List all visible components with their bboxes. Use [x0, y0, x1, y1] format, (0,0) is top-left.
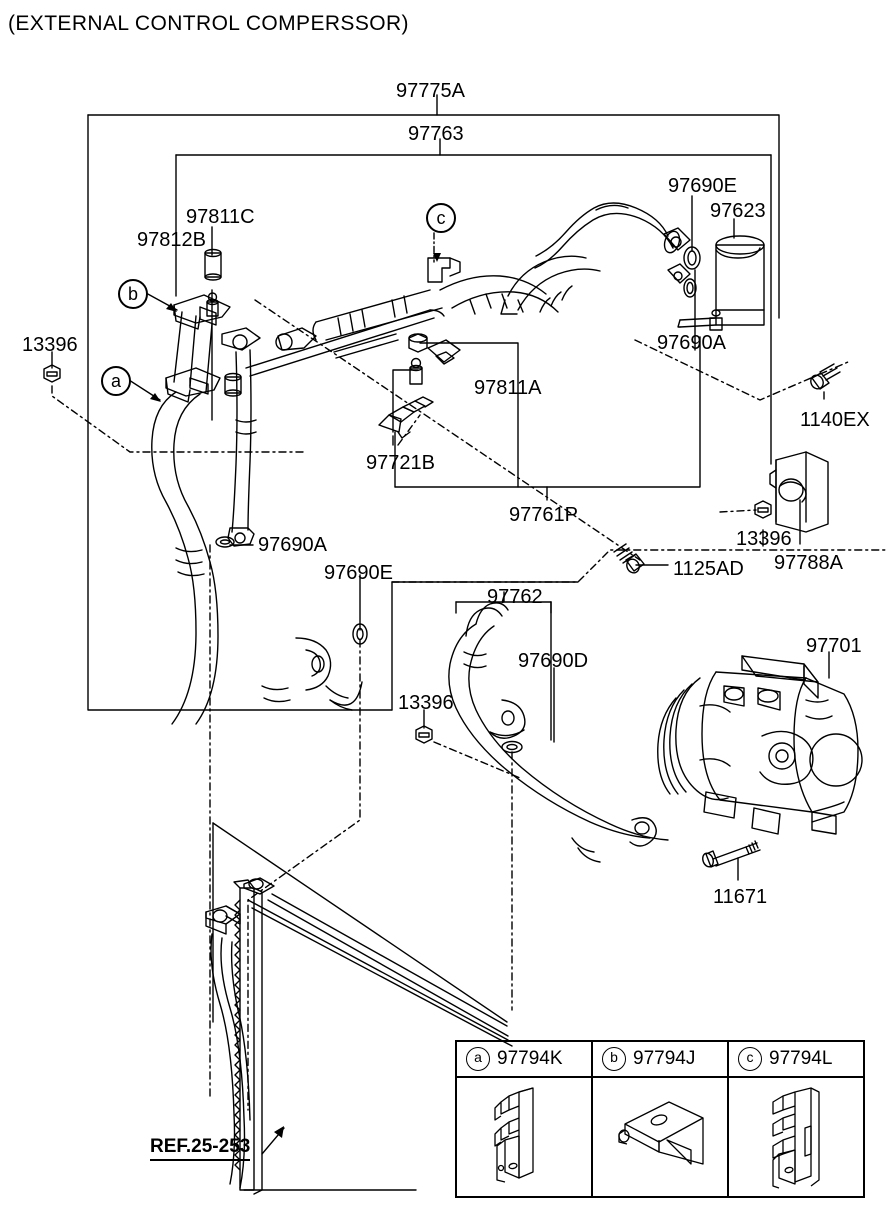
dash-13396-bottom	[433, 741, 521, 779]
label-97721b: 97721B	[366, 452, 435, 474]
legend-cell-b: b 97794J	[593, 1042, 729, 1196]
clamp-nut-upper	[408, 333, 428, 353]
label-11671: 11671	[713, 886, 768, 908]
dash-13396-left	[51, 385, 307, 453]
label-97690a-left: 97690A	[258, 534, 327, 556]
nut-13396-bottom	[415, 725, 433, 744]
bracket-a-icon	[494, 1087, 534, 1183]
label-13396-left: 13396	[22, 334, 78, 356]
legend-cell-c: c 97794L	[729, 1042, 863, 1196]
label-97812b: 97812B	[137, 229, 206, 251]
label-97761p: 97761P	[509, 504, 578, 526]
bracket-c-icon	[772, 1087, 820, 1189]
label-97623: 97623	[710, 200, 766, 222]
label-97762: 97762	[487, 586, 543, 608]
clamp-97812b	[204, 248, 222, 281]
label-97811c: 97811C	[186, 206, 255, 228]
bolt-1140ex	[810, 363, 841, 390]
callout-a[interactable]: a	[101, 366, 131, 396]
callout-c[interactable]: c	[426, 203, 456, 233]
legend-body-a	[457, 1078, 591, 1196]
callout-b[interactable]: b	[118, 279, 148, 309]
legend-body-b	[593, 1078, 727, 1196]
legend-head-c: c 97794L	[729, 1042, 863, 1078]
label-1140ex: 1140EX	[800, 409, 870, 431]
compressor-97701	[657, 655, 863, 835]
legend-head-a: a 97794K	[457, 1042, 591, 1078]
clamp-97812b-2	[224, 372, 242, 397]
dash-97690a-right	[634, 339, 849, 401]
label-13396-bottom: 13396	[398, 692, 454, 714]
bolt-11671	[702, 840, 761, 868]
legend-cell-a: a 97794K	[457, 1042, 593, 1196]
box-97811a	[419, 342, 519, 488]
bracket-97788a	[769, 451, 829, 533]
dash-cut-1	[391, 549, 886, 583]
bracket-b-icon	[618, 1101, 704, 1165]
label-97690e-top: 97690E	[668, 175, 737, 197]
label-1125ad: 1125AD	[673, 558, 744, 580]
dash-vertical-2	[247, 639, 361, 1111]
legend-head-b: b 97794J	[593, 1042, 727, 1078]
condenser-assembly	[205, 822, 513, 1195]
label-97775a: 97775A	[396, 80, 465, 102]
legend-mark-b: b	[602, 1047, 626, 1071]
label-97690e-mid: 97690E	[324, 562, 393, 584]
group-box-97763	[175, 154, 772, 465]
reference-label: REF.25-253	[150, 1136, 251, 1161]
legend-mark-c: c	[738, 1047, 762, 1071]
dash-97721b	[397, 414, 421, 446]
pipe-assembly-97775a	[245, 202, 691, 377]
label-97811a: 97811A	[474, 377, 542, 399]
suction-hose-97762	[448, 602, 669, 863]
legend-body-c	[729, 1078, 863, 1196]
label-97690d: 97690D	[518, 650, 589, 672]
page-title: (EXTERNAL CONTROL COMPERSSOR)	[8, 12, 409, 35]
label-97701: 97701	[806, 635, 862, 657]
hose-assembly-left	[151, 294, 363, 725]
nut-13396-left	[43, 364, 61, 383]
legend-code-c: 97794L	[769, 1048, 833, 1069]
group-box-97761p	[394, 336, 701, 488]
label-13396-right: 13396	[736, 528, 792, 550]
pressure-switch-97721b	[378, 396, 434, 439]
dash-13396-right	[719, 509, 757, 513]
legend-table: a 97794K	[455, 1040, 865, 1198]
legend-code-b: 97794J	[633, 1048, 696, 1069]
legend-mark-a: a	[466, 1047, 490, 1071]
label-97788a: 97788A	[774, 552, 843, 574]
dash-long-diag	[254, 299, 641, 561]
bolt-1125ad	[613, 543, 645, 574]
label-97763: 97763	[408, 123, 464, 145]
legend-code-a: 97794K	[497, 1048, 563, 1069]
label-97690a-right: 97690A	[657, 332, 726, 354]
nut-13396-right	[754, 500, 772, 519]
receiver-drier-97623	[677, 235, 765, 331]
clamp-97811a-2	[409, 357, 423, 385]
